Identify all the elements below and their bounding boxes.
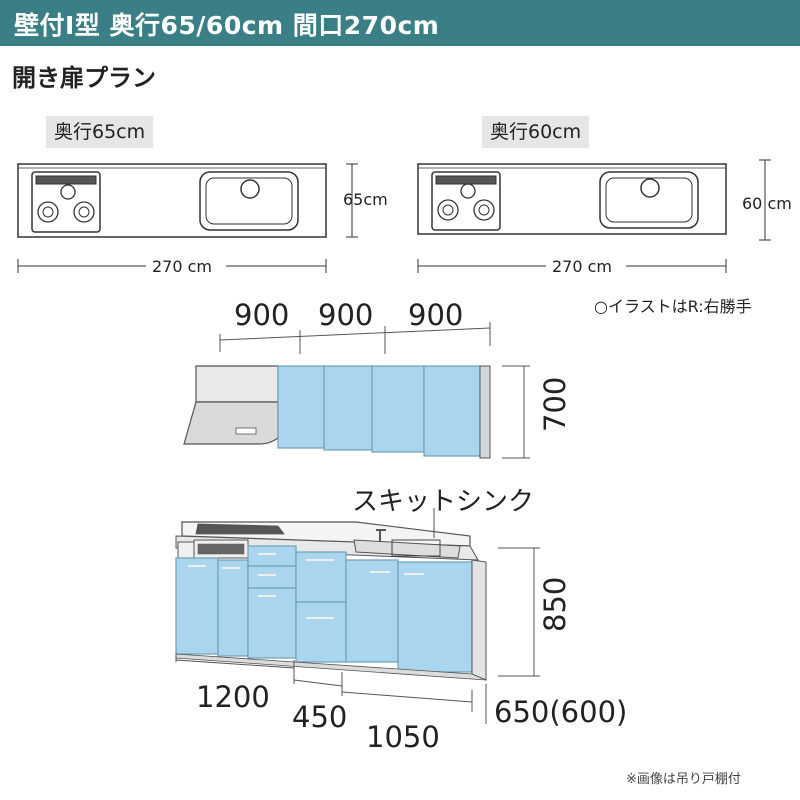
cooktop-icon <box>31 171 101 233</box>
wall-cabinet <box>183 322 530 459</box>
page-title: 壁付I型 奥行65/60cm 間口270cm <box>14 11 440 40</box>
plan-title: 開き扉プラン <box>12 64 156 92</box>
base-depth-dim: 650(600) <box>494 695 628 729</box>
depth-label-60: 奥行60cm <box>482 116 590 148</box>
width-dim-left: 270 cm <box>152 257 213 276</box>
footnote: ※画像は吊り戸棚付 <box>626 772 741 787</box>
sink-basin-icon <box>599 171 699 229</box>
sink-label: スキットシンク <box>352 487 535 517</box>
sink-icon <box>353 539 461 559</box>
wall-width-1: 900 <box>234 298 290 332</box>
wall-width-3: 900 <box>408 298 464 332</box>
wall-width-2: 900 <box>318 298 374 332</box>
plan-view-right <box>417 159 771 273</box>
cooktop-icon <box>431 171 501 231</box>
base-cabinet <box>175 508 540 724</box>
header-bar: 壁付I型 奥行65/60cm 間口270cm <box>0 0 800 46</box>
range-hood <box>195 365 279 403</box>
base-width-450: 450 <box>292 700 348 734</box>
width-dim-right: 270 cm <box>552 257 613 276</box>
cooktop-icon <box>195 523 285 535</box>
illustration-note: ○イラストはR:右勝手 <box>594 297 752 316</box>
depth-label-65: 奥行65cm <box>46 116 154 148</box>
plan-view-left <box>17 163 358 273</box>
base-width-1050: 1050 <box>366 720 440 754</box>
depth-dim-60: 60 cm <box>742 194 792 213</box>
sink-basin-icon <box>199 171 299 231</box>
depth-dim-65: 65cm <box>343 190 388 209</box>
base-width-1200: 1200 <box>196 680 270 714</box>
